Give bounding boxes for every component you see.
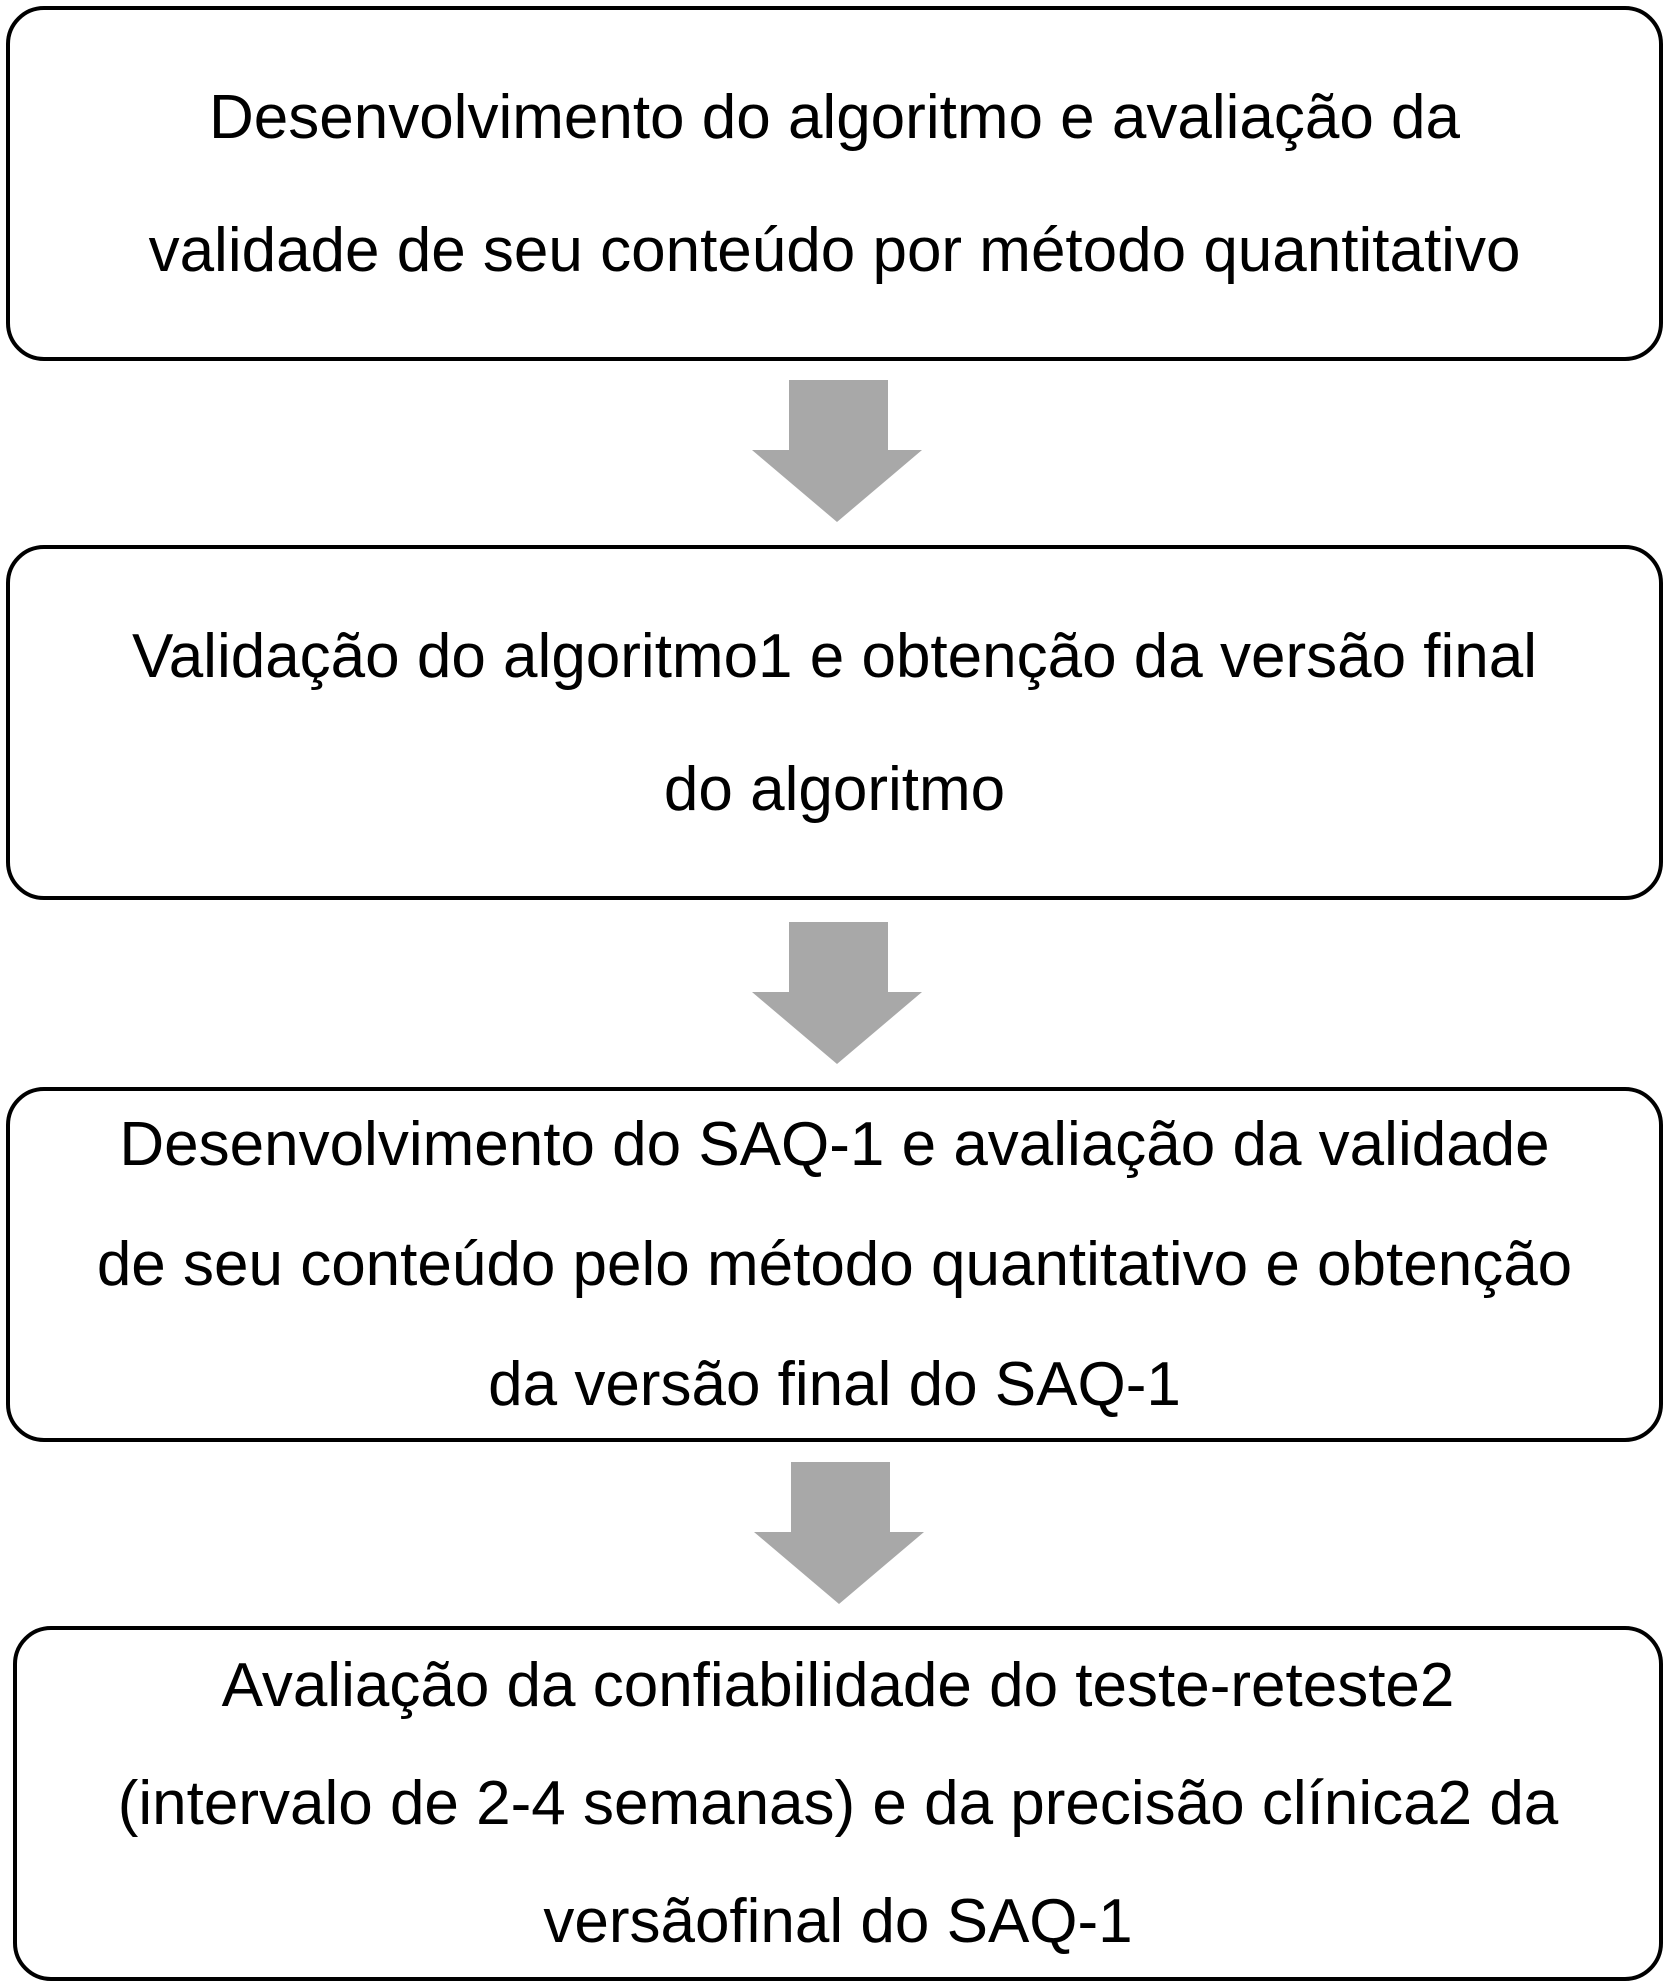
down-arrow-icon (752, 922, 922, 1064)
step-4-line-1: Avaliação da confiabilidade do teste-ret… (221, 1650, 1455, 1720)
step-1-line-2: validade de seu conteúdo por método quan… (148, 215, 1521, 285)
step-3-box: Desenvolvimento do SAQ-1 e avaliação da … (6, 1087, 1663, 1442)
step-2-box: Validação do algoritmo1 e obtenção da ve… (6, 545, 1663, 900)
step-4-line-2: (intervalo de 2-4 semanas) e da precisão… (117, 1768, 1559, 1838)
down-arrow-icon (752, 380, 922, 522)
step-4-line-3: versãofinal do SAQ-1 (543, 1886, 1133, 1956)
step-1-line-1: Desenvolvimento do algoritmo e avaliação… (208, 82, 1461, 152)
step-3-line-2: de seu conteúdo pelo método quantitativo… (96, 1229, 1573, 1299)
step-3-line-1: Desenvolvimento do SAQ-1 e avaliação da … (119, 1109, 1550, 1179)
step-4-box: Avaliação da confiabilidade do teste-ret… (13, 1626, 1663, 1981)
down-arrow-icon (754, 1462, 924, 1604)
step-3-line-3: da versão final do SAQ-1 (488, 1349, 1181, 1419)
step-2-line-2: do algoritmo (663, 754, 1006, 824)
step-1-box: Desenvolvimento do algoritmo e avaliação… (6, 6, 1663, 361)
step-2-line-1: Validação do algoritmo1 e obtenção da ve… (131, 621, 1538, 691)
